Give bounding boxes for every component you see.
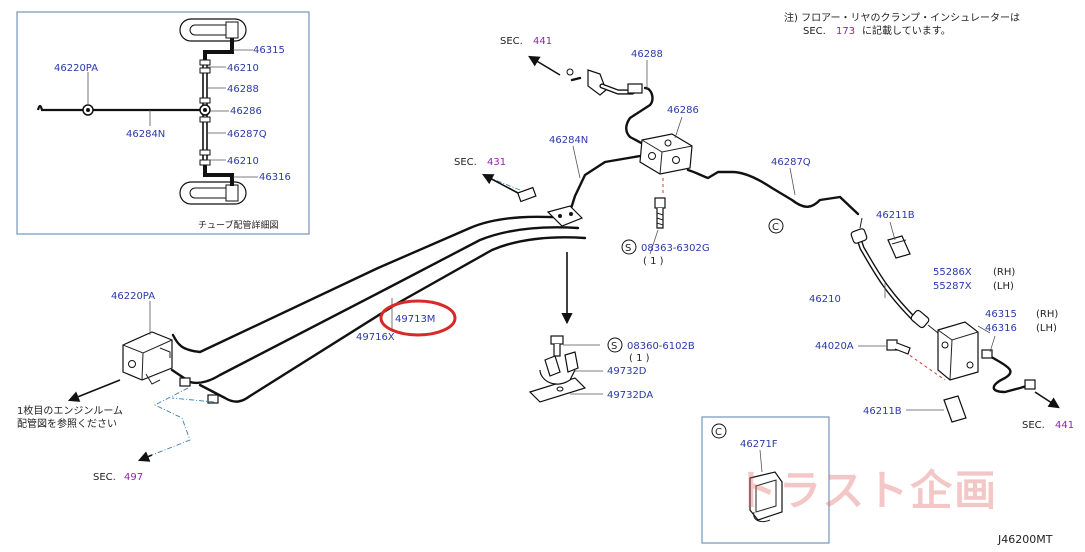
section-arrows [67, 55, 1060, 462]
sec-441-top-number[interactable]: 441 [533, 36, 552, 47]
part-49716x: 49716X [356, 332, 395, 343]
part-08363-qty: ( 1 ) [643, 256, 664, 267]
upper-fitting-46288 [566, 68, 643, 96]
note-line-2-suffix: に記載しています。 [862, 24, 951, 37]
part-46287q: 46287Q [771, 157, 811, 168]
bolt-44020a [858, 339, 911, 355]
junction-block-46286 [639, 133, 693, 196]
highlight-ellipse-49713m [379, 299, 457, 337]
note: 注) フロアー・リヤのクランプ・インシュレーターは SEC. 173 に記載して… [784, 11, 1020, 37]
hose-46210 [850, 228, 939, 334]
bracket-55286x [904, 321, 979, 381]
c-marker-detail [711, 423, 727, 439]
part-55287x-side: (LH) [993, 281, 1014, 292]
sec-497-prefix: SEC. [93, 472, 116, 483]
brake-tube-assembly [170, 86, 860, 403]
c-marker-detail-letter: C [715, 427, 722, 438]
part-46220pa: 46220PA [111, 291, 155, 302]
part-49732d: 49732D [607, 366, 647, 377]
part-46288: 46288 [631, 49, 663, 60]
note-sec-number: 173 [836, 26, 855, 37]
c-marker-main [768, 218, 784, 234]
part-46315: 46315 [985, 309, 1017, 320]
s-marker-08360 [607, 337, 623, 353]
part-46211b-top: 46211B [876, 210, 915, 221]
inset-label-46284n: 46284N [126, 129, 165, 140]
part-49713m[interactable]: 49713M [395, 314, 435, 325]
part-46286: 46286 [667, 105, 699, 116]
part-08363-6302g: 08363-6302G [641, 243, 710, 254]
bolt-08363 [654, 197, 666, 229]
inset-label-46210-top: 46210 [227, 63, 259, 74]
part-08360-qty: ( 1 ) [629, 353, 650, 364]
detail-c-box: C 46271F [701, 416, 830, 544]
part-55286x: 55286X [933, 267, 972, 278]
s-marker-08360-letter: S [611, 341, 617, 352]
inset-label-46288: 46288 [227, 84, 259, 95]
inset-label-46210-bottom: 46210 [227, 156, 259, 167]
sec-441-top-prefix: SEC. [500, 36, 523, 47]
sec-441-right-number[interactable]: 441 [1055, 420, 1074, 431]
part-46284n: 46284N [549, 135, 588, 146]
front-joint-2 [207, 394, 219, 404]
clip-46271f [749, 471, 783, 523]
inset-caption: チューブ配管詳細図 [198, 219, 278, 231]
c-marker-main-letter: C [772, 222, 779, 233]
inset-label-46316: 46316 [259, 172, 291, 183]
part-55287x: 55287X [933, 281, 972, 292]
part-55286x-side: (RH) [993, 267, 1015, 278]
clip-46211b-bottom [906, 395, 967, 423]
front-joint-1 [179, 377, 191, 387]
part-46316: 46316 [985, 323, 1017, 334]
sec-497-number[interactable]: 497 [124, 472, 143, 483]
inset-label-46286: 46286 [230, 106, 262, 117]
sec-431-prefix: SEC. [454, 157, 477, 168]
clip-46211b-top [859, 217, 911, 259]
inset-label-46315: 46315 [253, 45, 285, 56]
tube-46315 [981, 349, 1036, 394]
part-44020a: 44020A [815, 341, 854, 352]
part-46210: 46210 [809, 294, 841, 305]
sec497-guide [151, 387, 215, 456]
connector-46220pa [122, 331, 173, 385]
tube-clamp [517, 186, 584, 227]
clamp-49732d [528, 351, 587, 403]
part-46315-side: (RH) [1036, 309, 1058, 320]
s-marker-08363-letter: S [625, 243, 631, 254]
s-marker-08363 [621, 239, 637, 255]
inset-label-46287q: 46287Q [227, 129, 267, 140]
part-46211b-bottom: 46211B [863, 406, 902, 417]
note-sec-prefix: SEC. [803, 26, 826, 37]
part-46271f: 46271F [740, 439, 778, 450]
part-08360-6102b: 08360-6102B [627, 341, 695, 352]
part-49732da: 49732DA [607, 390, 653, 401]
engine-note-line-1: 1枚目のエンジンルーム [17, 404, 123, 417]
inset-label-46220pa: 46220PA [54, 63, 98, 74]
tube-detail-inset: 46315 46210 46220PA 46288 46286 46284N 4… [16, 11, 310, 235]
engine-note-line-2: 配管図を参照ください [17, 417, 117, 430]
bolt-08360 [550, 335, 600, 357]
sec-431-number[interactable]: 431 [487, 157, 506, 168]
sec-441-right-prefix: SEC. [1022, 420, 1045, 431]
watermark: トラスト企画 [735, 466, 998, 515]
diagram-id: J46200MT [997, 533, 1053, 546]
leader-lines [149, 60, 996, 395]
part-46316-side: (LH) [1036, 323, 1057, 334]
note-line-1: 注) フロアー・リヤのクランプ・インシュレーターは [784, 11, 1020, 24]
